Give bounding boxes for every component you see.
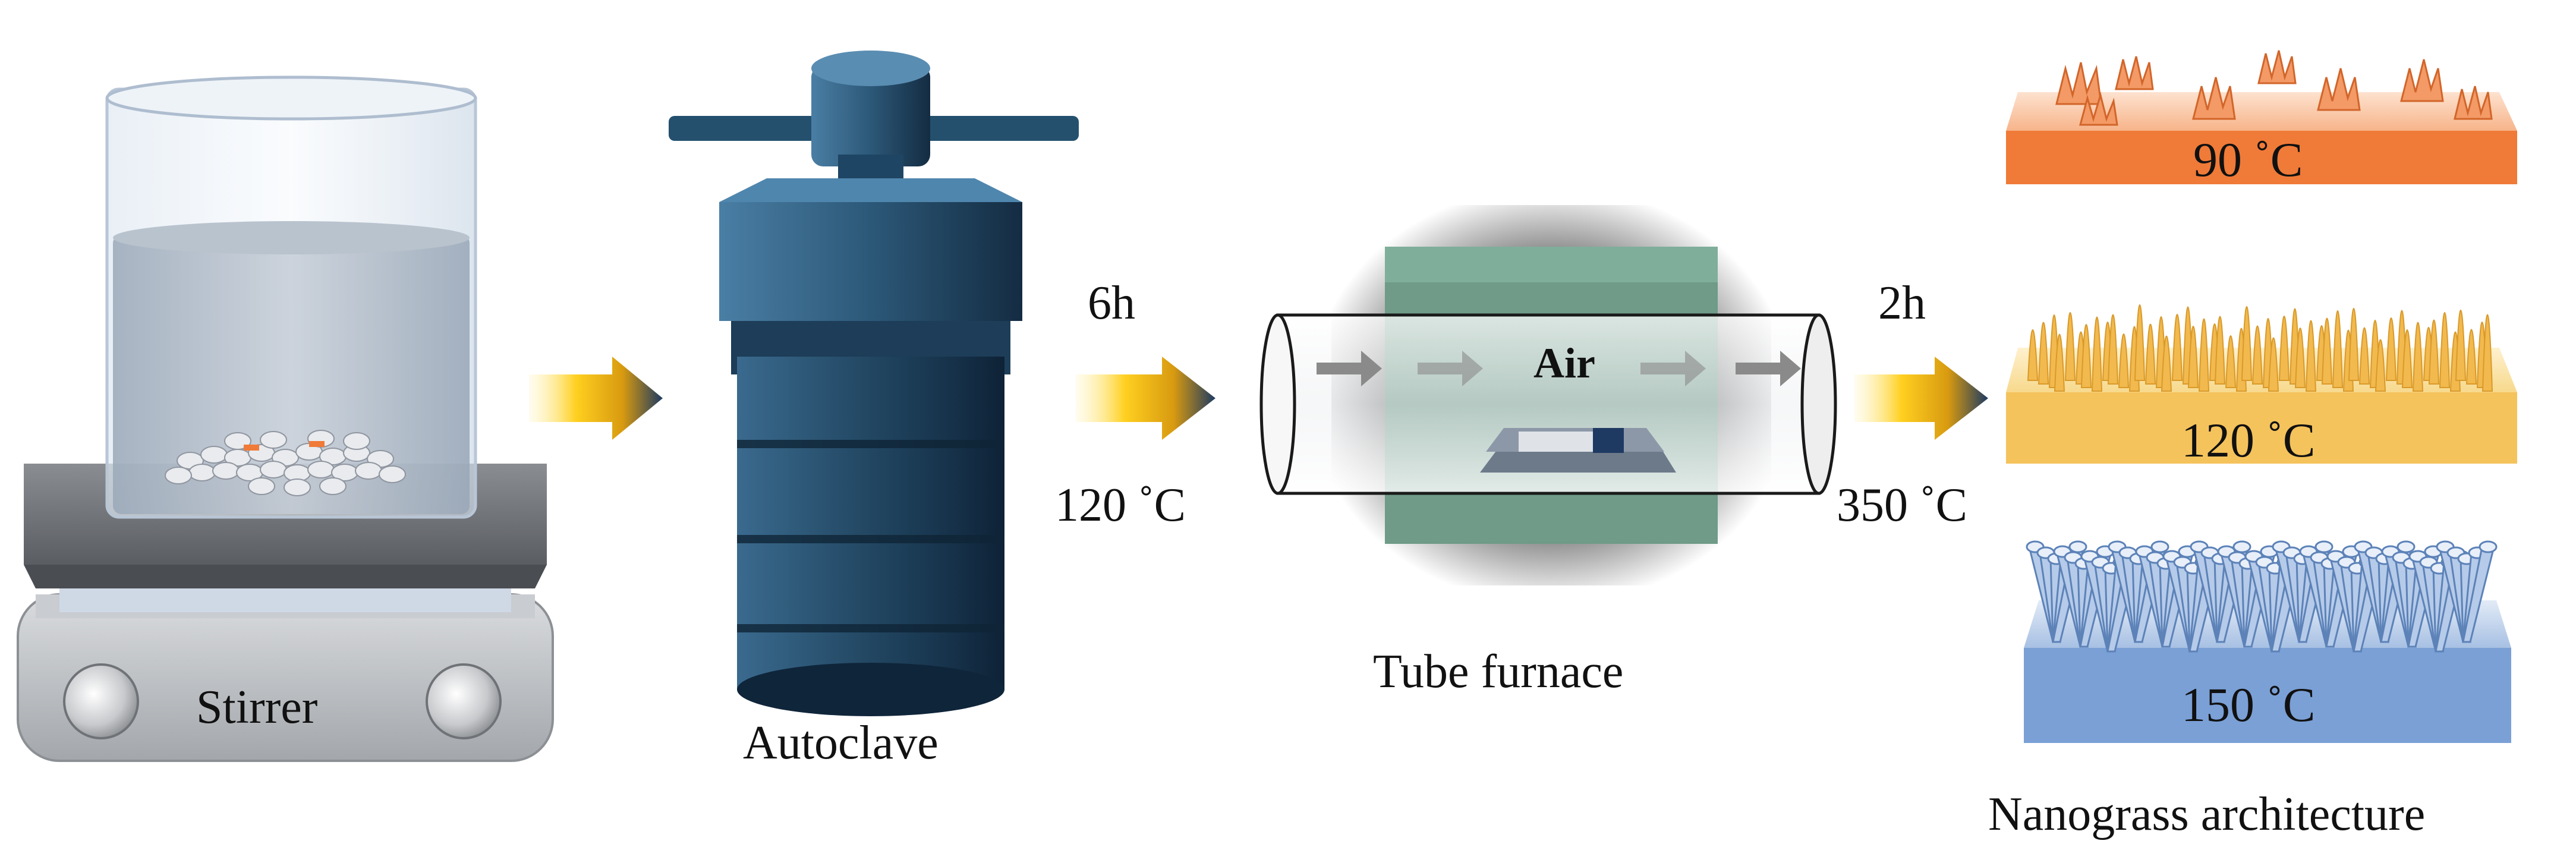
stirrer-right-knob [426,663,502,739]
beaker-liquid [113,235,470,514]
stirrer-label: Stirrer [196,681,318,733]
sample-plate-90c [2006,50,2517,184]
nanoneedle [2091,316,2103,392]
autoclave-lid [719,202,1022,321]
nanoneedle [2321,317,2333,385]
tube-furnace [1259,205,1837,585]
nanoneedle [2251,325,2263,385]
nanoneedle [2268,337,2279,392]
sample-temp-90c-label: 90 ˚C [2193,133,2303,187]
sample-boat [1480,449,1676,473]
stirrer-left-knob [63,663,139,739]
nanoflower-bundles [2026,540,2498,653]
autoclave [669,51,1079,716]
nanoneedle [2107,314,2119,385]
nanoneedle [2332,310,2344,388]
sample-temp-120c-label: 120 ˚C [2181,413,2316,467]
nanoflower [2436,540,2498,643]
nanoneedle [2412,322,2424,392]
process-arrow-2 [1076,357,1215,440]
nanoneedle [2455,310,2467,381]
nanoneedle [2080,324,2092,388]
nanoneedle [2064,312,2076,381]
stirrer-with-beaker [17,75,554,762]
nanoneedle [2214,316,2226,385]
nanoneedle [2161,335,2172,392]
process-arrow-3 [1854,357,1988,440]
nanoneedle [2348,308,2360,381]
sample-plate-120c [2006,304,2517,464]
process-arrow-1 [529,357,663,440]
nanoneedle [2134,304,2146,381]
nanoneedle [2187,326,2199,388]
autoclave-label: Autoclave [743,717,939,769]
nanoneedle [2027,329,2039,381]
nanoneedle [2118,333,2130,388]
nanoneedle [2465,329,2477,385]
nanoneedle [2439,312,2451,388]
nanoneedle [2305,320,2317,392]
air-label: Air [1533,339,1595,387]
sample-plate-150c [2024,540,2511,743]
hydrothermal-temp-label: 120 ˚C [1055,479,1186,531]
nanoneedle [2278,316,2290,381]
nanoneedle-array [2027,304,2493,392]
air-flow-arrows [1317,351,1801,386]
nanoneedle [2241,306,2253,381]
nanoneedle [2481,314,2493,392]
tube-furnace-label: Tube furnace [1373,646,1624,698]
nanoneedle [2358,327,2370,385]
nanograss-architecture-label: Nanograss architecture [1988,788,2426,840]
nanoneedle [2171,314,2183,381]
nanostructure-clusters [2055,50,2493,126]
nanoneedle [2144,323,2156,385]
nanoneedle [2225,335,2237,388]
anneal-temp-label: 350 ˚C [1837,479,1967,531]
nanoneedle [2054,333,2065,392]
hydrothermal-time-label: 6h [1088,277,1135,329]
nanoneedle [2294,328,2306,388]
autoclave-body [737,357,1004,689]
anneal-time-label: 2h [1878,277,1926,329]
sample-temp-150c-label: 150 ˚C [2181,678,2316,732]
nanoneedle [2428,319,2440,385]
nanoneedle [2385,317,2397,381]
nanoneedle [2198,318,2210,392]
nanoneedle [2375,339,2386,392]
nanoneedle [2401,329,2413,388]
nanoneedle [2038,322,2049,385]
